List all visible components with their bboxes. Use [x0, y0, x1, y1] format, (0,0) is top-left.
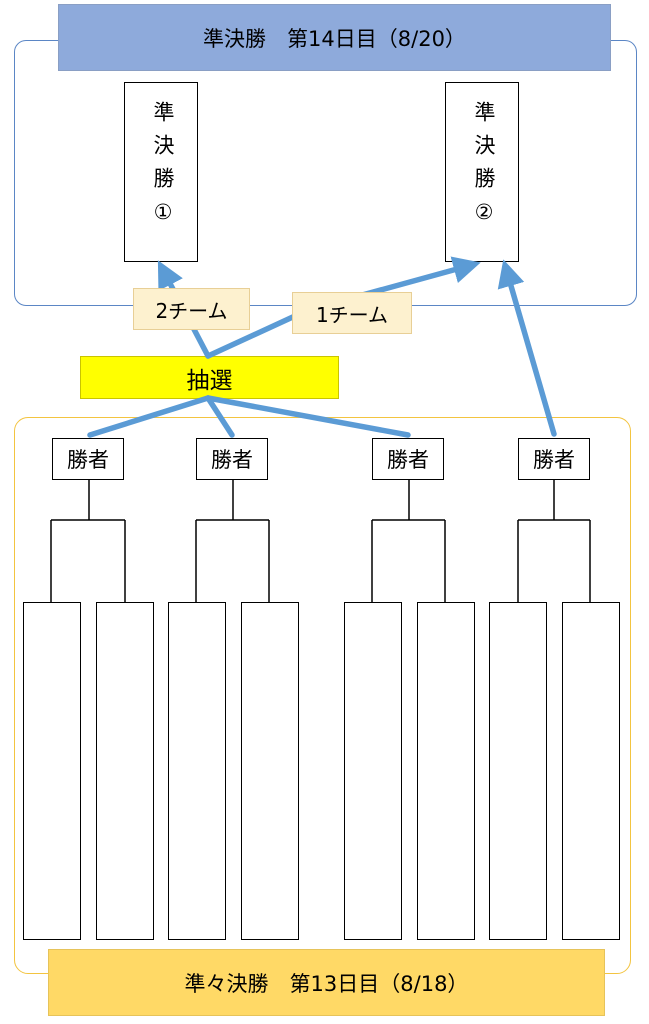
- winner-box-1: 勝者: [52, 438, 124, 480]
- one-team-label: 1チーム: [292, 292, 412, 334]
- winner-box-3: 勝者: [372, 438, 444, 480]
- lottery-box: 抽選: [80, 356, 339, 399]
- semifinal-match-1: 準決勝①: [124, 82, 198, 262]
- semifinal-region: [14, 40, 637, 306]
- team-slot-2: [96, 602, 154, 940]
- winner-box-4: 勝者: [518, 438, 590, 480]
- semifinal-match-2: 準決勝②: [445, 82, 519, 262]
- team-slot-5: [344, 602, 402, 940]
- winner-box-2: 勝者: [196, 438, 268, 480]
- semifinal-match-2-label: 準決勝②: [472, 101, 496, 236]
- two-teams-label: 2チーム: [133, 288, 250, 330]
- team-slot-1: [23, 602, 81, 940]
- team-slot-8: [562, 602, 620, 940]
- team-slot-7: [489, 602, 547, 940]
- team-slot-6: [417, 602, 475, 940]
- semifinal-match-1-label: 準決勝①: [151, 101, 175, 236]
- team-slot-3: [168, 602, 226, 940]
- quarterfinal-title: 準々決勝 第13日目（8/18）: [48, 949, 605, 1016]
- team-slot-4: [241, 602, 299, 940]
- semifinal-title: 準決勝 第14日目（8/20）: [58, 4, 611, 71]
